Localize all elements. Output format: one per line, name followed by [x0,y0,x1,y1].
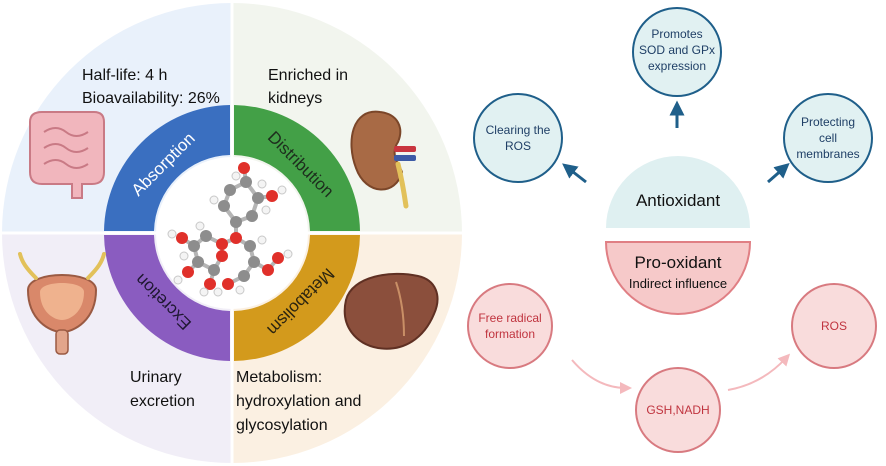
metabolism-text-3: glycosylation [236,417,328,434]
target-protecting-membranes-text-2: cell [819,131,837,145]
excretion-text-1: Urinary [130,369,182,386]
antioxidant-label: Antioxidant [636,191,720,210]
antioxidant-dome [606,156,750,228]
target-promotes-sod-text-3: expression [648,59,706,73]
target-clearing-ros-text-2: ROS [505,139,531,153]
excretion-text-2: excretion [130,393,195,410]
ring-segment-distribution [234,105,360,231]
pk-wheel: Absorption Distribution Metabolism Excre… [2,3,462,463]
kidney-icon [350,110,416,209]
distribution-text-1: Enriched in [268,67,348,84]
prooxidant-sublabel: Indirect influence [629,276,727,291]
metabolism-text-2: hydroxylation and [236,393,361,410]
arrow-to-protecting-membranes [767,163,790,184]
target-promotes-sod-text-1: Promotes [651,27,702,41]
prooxidant-bowl [604,241,752,315]
node-ros-text: ROS [821,319,847,333]
bladder-icon [18,252,106,355]
prooxidant-label: Pro-oxidant [635,253,722,272]
node-free-radical-text-1: Free radical [478,311,541,325]
intestine-icon [29,111,105,199]
ring-segment-absorption [104,105,230,231]
target-protecting-membranes-text-3: membranes [796,147,859,161]
metabolism-text-1: Metabolism: [236,369,322,386]
target-promotes-sod-text-2: SOD and GPx [639,43,715,57]
ring-segment-excretion [104,235,230,361]
absorption-text-1: Half-life: 4 h [82,67,167,84]
target-clearing-ros [473,93,563,183]
target-protecting-membranes [783,93,873,183]
arrow-to-clearing-ros [562,163,587,184]
molecule-icon [167,162,293,297]
node-gsh-nadh [635,367,721,453]
node-free-radical-text-2: formation [485,327,535,341]
arrow-gsh-to-ros [727,353,791,391]
node-gsh-nadh-text: GSH,NADH [646,403,709,417]
absorption-text-2: Bioavailability: 26% [82,90,220,107]
ring-segment-metabolism [234,235,360,361]
distribution-text-2: kidneys [268,90,322,107]
node-free-radical [467,283,553,369]
redox-panel: Antioxidant Pro-oxidant Indirect influen… [467,7,877,453]
target-promotes-sod [632,7,722,97]
arrow-free-radical-to-gsh [571,359,632,394]
target-clearing-ros-text-1: Clearing the [486,123,551,137]
liver-icon [343,272,439,350]
node-ros [791,283,877,369]
target-protecting-membranes-text-1: Protecting [801,115,855,129]
